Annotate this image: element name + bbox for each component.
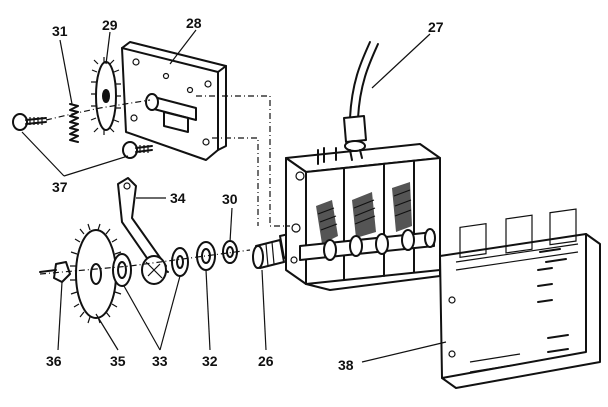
- spring-part-31: [69, 103, 79, 143]
- callout-37: 37: [52, 179, 68, 195]
- face-plate-part-38: [439, 208, 601, 389]
- leader-lines: [21, 29, 447, 363]
- callout-26: 26: [258, 353, 274, 369]
- sprocket-part-29: [90, 57, 121, 135]
- callout-34: 34: [170, 190, 186, 206]
- clip-part-36: [39, 261, 71, 283]
- callout-33: 33: [152, 353, 168, 369]
- switch-housing: [285, 143, 441, 291]
- callout-36: 36: [46, 353, 62, 369]
- washer-part-33-a: [112, 253, 132, 287]
- washer-part-33-b: [171, 247, 189, 277]
- callout-30: 30: [222, 191, 238, 207]
- bracket-plate-part-28: [121, 41, 227, 161]
- center-line-upper: [45, 99, 151, 121]
- callout-31: 31: [52, 23, 68, 39]
- cam-disc: [141, 255, 167, 285]
- large-sprocket-part-35: [70, 223, 123, 324]
- alignment-guides: [196, 95, 290, 227]
- callout-35: 35: [110, 353, 126, 369]
- center-line-lower: [39, 249, 251, 275]
- callout-28: 28: [186, 15, 202, 31]
- callout-27: 27: [428, 19, 444, 35]
- washer-part-30: [222, 240, 238, 264]
- wire-harness-part-27: [343, 41, 379, 161]
- washer-part-32: [196, 241, 216, 271]
- callout-38: 38: [338, 357, 354, 373]
- callout-labels: 28 27 29 31 37 34 30 36 35 33 32 26 38: [46, 15, 444, 373]
- callout-32: 32: [202, 353, 218, 369]
- screw-part-37-upper: [12, 113, 47, 131]
- callout-29: 29: [102, 17, 118, 33]
- screw-part-37-lower: [122, 141, 153, 159]
